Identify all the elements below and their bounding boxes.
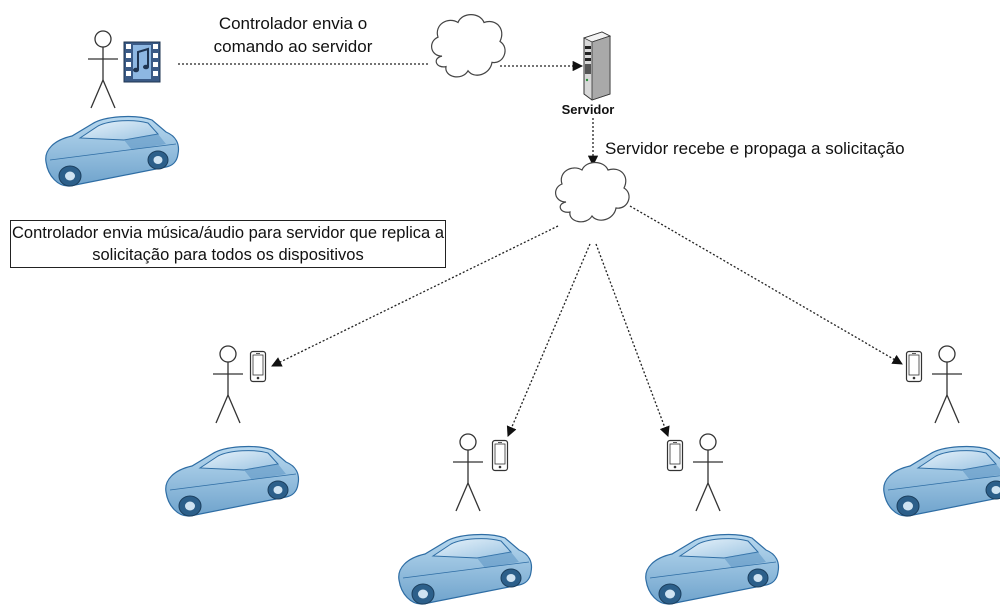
server-icon bbox=[582, 31, 612, 101]
receiver-1-car-icon bbox=[165, 445, 300, 517]
cloud-icon bbox=[430, 13, 506, 78]
server-label: Servidor bbox=[561, 102, 615, 117]
link-cloud-receiver-3 bbox=[595, 243, 670, 437]
receiver-1-smartphone-icon bbox=[249, 350, 267, 383]
link-cloud-receiver-2 bbox=[506, 243, 591, 437]
receiver-4-car-icon bbox=[883, 445, 1000, 517]
receiver-1-person-icon bbox=[212, 345, 244, 424]
controller-person-icon bbox=[87, 30, 119, 109]
server-propagates-label: Servidor recebe e propaga a solicitação bbox=[605, 139, 905, 158]
link-cloud-receiver-4 bbox=[629, 205, 903, 365]
receiver-4-smartphone-icon bbox=[905, 350, 923, 383]
receiver-3-smartphone-icon bbox=[666, 439, 684, 472]
controller-sends-label: Controlador envia o comando ao servidor bbox=[213, 14, 373, 56]
media-icon bbox=[123, 41, 161, 83]
receiver-2-smartphone-icon bbox=[491, 439, 509, 472]
receiver-3-person-icon bbox=[692, 433, 724, 512]
link-cloud-receiver-1 bbox=[271, 225, 559, 367]
cloud-icon bbox=[554, 161, 630, 223]
note-box: Controlador envia música/áudio para serv… bbox=[10, 220, 446, 268]
receiver-2-car-icon bbox=[398, 533, 533, 605]
receiver-4-person-icon bbox=[931, 345, 963, 424]
controller-car-icon bbox=[45, 115, 180, 187]
receiver-3-car-icon bbox=[645, 533, 780, 605]
receiver-2-person-icon bbox=[452, 433, 484, 512]
